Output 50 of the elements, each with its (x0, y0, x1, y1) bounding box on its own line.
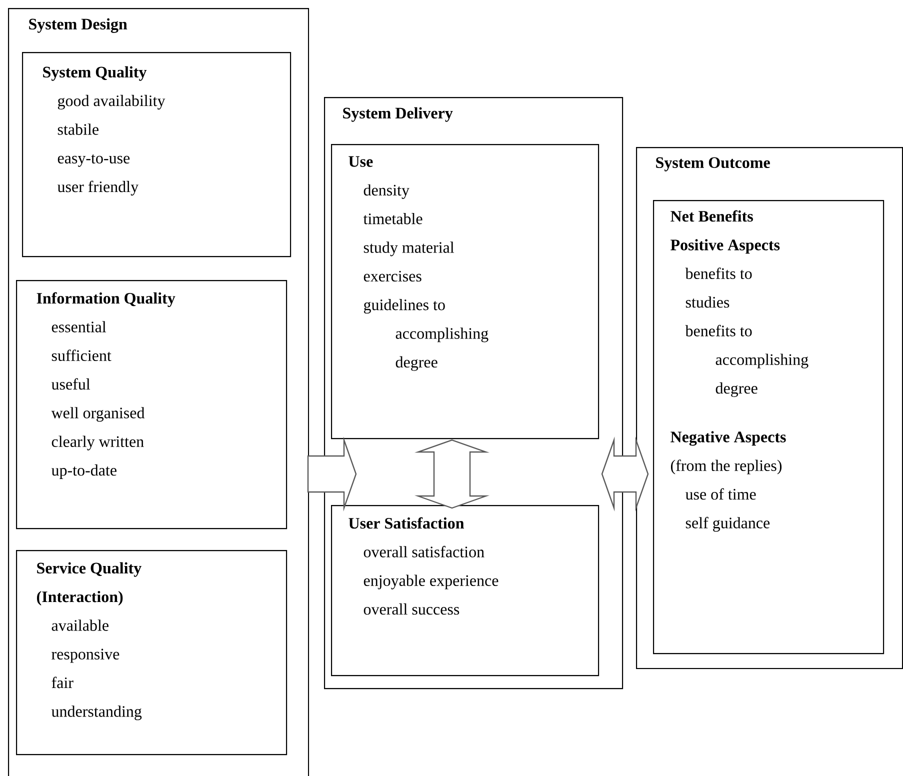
list-item: up-to-date (51, 464, 116, 479)
category-box (331, 505, 600, 676)
heading: System Outcome (656, 157, 770, 172)
category-box (653, 200, 884, 654)
heading: (Interaction) (36, 590, 123, 606)
list-item: use of time (685, 488, 756, 500)
category-box (22, 52, 292, 258)
list-item: overall success (364, 603, 460, 615)
heading: Use (348, 156, 373, 167)
list-item: well organised (51, 407, 145, 422)
category-box (16, 280, 288, 530)
list-item: useful (51, 378, 90, 390)
group-box (8, 8, 310, 776)
heading: Net Benefits (670, 210, 753, 222)
list-item: easy-to-use (58, 154, 130, 167)
list-item: essential (52, 321, 106, 332)
group-box (324, 97, 624, 690)
list-item: guidelines to accomplishing degree (364, 298, 488, 371)
heading: System Delivery (343, 107, 453, 122)
list-item: exercises (364, 270, 422, 282)
list-item: clearly written (52, 436, 144, 450)
heading: User Satisfaction (348, 517, 464, 529)
list-item: user friendly (57, 180, 138, 196)
list-item: stabile (58, 124, 98, 135)
list-item: study material (364, 242, 454, 256)
heading: Information Quality (36, 292, 176, 307)
list-item: good availability (58, 94, 166, 110)
list-item: understanding (51, 706, 142, 720)
list-item: timetable (363, 212, 422, 224)
group-box (636, 147, 903, 670)
heading: Negative Aspects (670, 431, 786, 446)
list-item: fair (52, 676, 74, 688)
list-item: benefits to accomplishing degree (685, 324, 808, 397)
block-arrow (307, 436, 357, 512)
category-box (331, 144, 600, 440)
heading: Positive Aspects (670, 239, 780, 254)
list-item: enjoyable experience (364, 574, 498, 590)
heading: System Design (29, 18, 128, 33)
list-item: self guidance (686, 516, 770, 532)
list-item: (from the replies) (670, 460, 782, 474)
block-arrow (601, 436, 649, 512)
list-item: overall satisfaction (364, 546, 484, 558)
block-arrow (414, 439, 490, 509)
list-item: sufficient (52, 350, 112, 362)
list-item: available (52, 620, 108, 631)
heading: Service Quality (37, 562, 142, 577)
category-box (16, 550, 288, 756)
list-item: responsive (52, 648, 120, 663)
list-item: density (364, 184, 410, 199)
heading: System Quality (43, 66, 147, 81)
